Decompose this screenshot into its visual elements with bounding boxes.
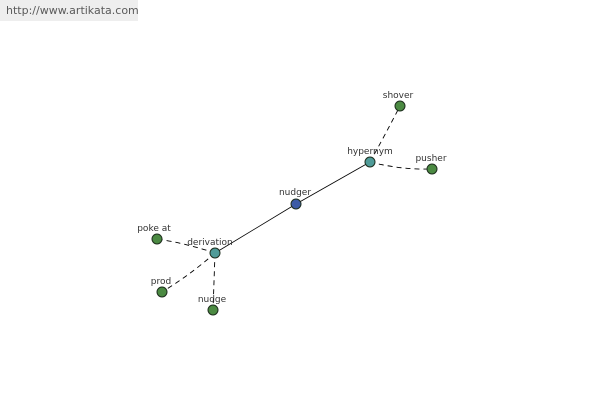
label-prod: prod xyxy=(151,277,171,287)
edge-nudger-hypernym xyxy=(295,161,371,205)
graph-labels: nudger hypernym derivation shover pusher… xyxy=(137,91,447,305)
node-derivation[interactable] xyxy=(209,247,221,259)
node-hypernym[interactable] xyxy=(364,156,376,168)
label-pusher: pusher xyxy=(415,154,446,164)
label-shover: shover xyxy=(383,91,414,101)
node-shover[interactable] xyxy=(394,100,406,112)
graph-nodes xyxy=(151,100,438,316)
node-pusher[interactable] xyxy=(426,163,438,175)
label-nudge: nudge xyxy=(198,295,227,305)
site-url-link[interactable]: http://www.artikata.com xyxy=(0,0,139,21)
node-nudge[interactable] xyxy=(207,304,219,316)
label-derivation: derivation xyxy=(187,238,233,248)
node-nudger[interactable] xyxy=(290,198,302,210)
node-poke-at[interactable] xyxy=(151,233,163,245)
label-poke-at: poke at xyxy=(137,224,171,234)
edge-nudger-derivation xyxy=(214,203,297,254)
label-nudger: nudger xyxy=(279,188,311,198)
label-hypernym: hypernym xyxy=(347,147,393,157)
node-prod[interactable] xyxy=(156,286,168,298)
